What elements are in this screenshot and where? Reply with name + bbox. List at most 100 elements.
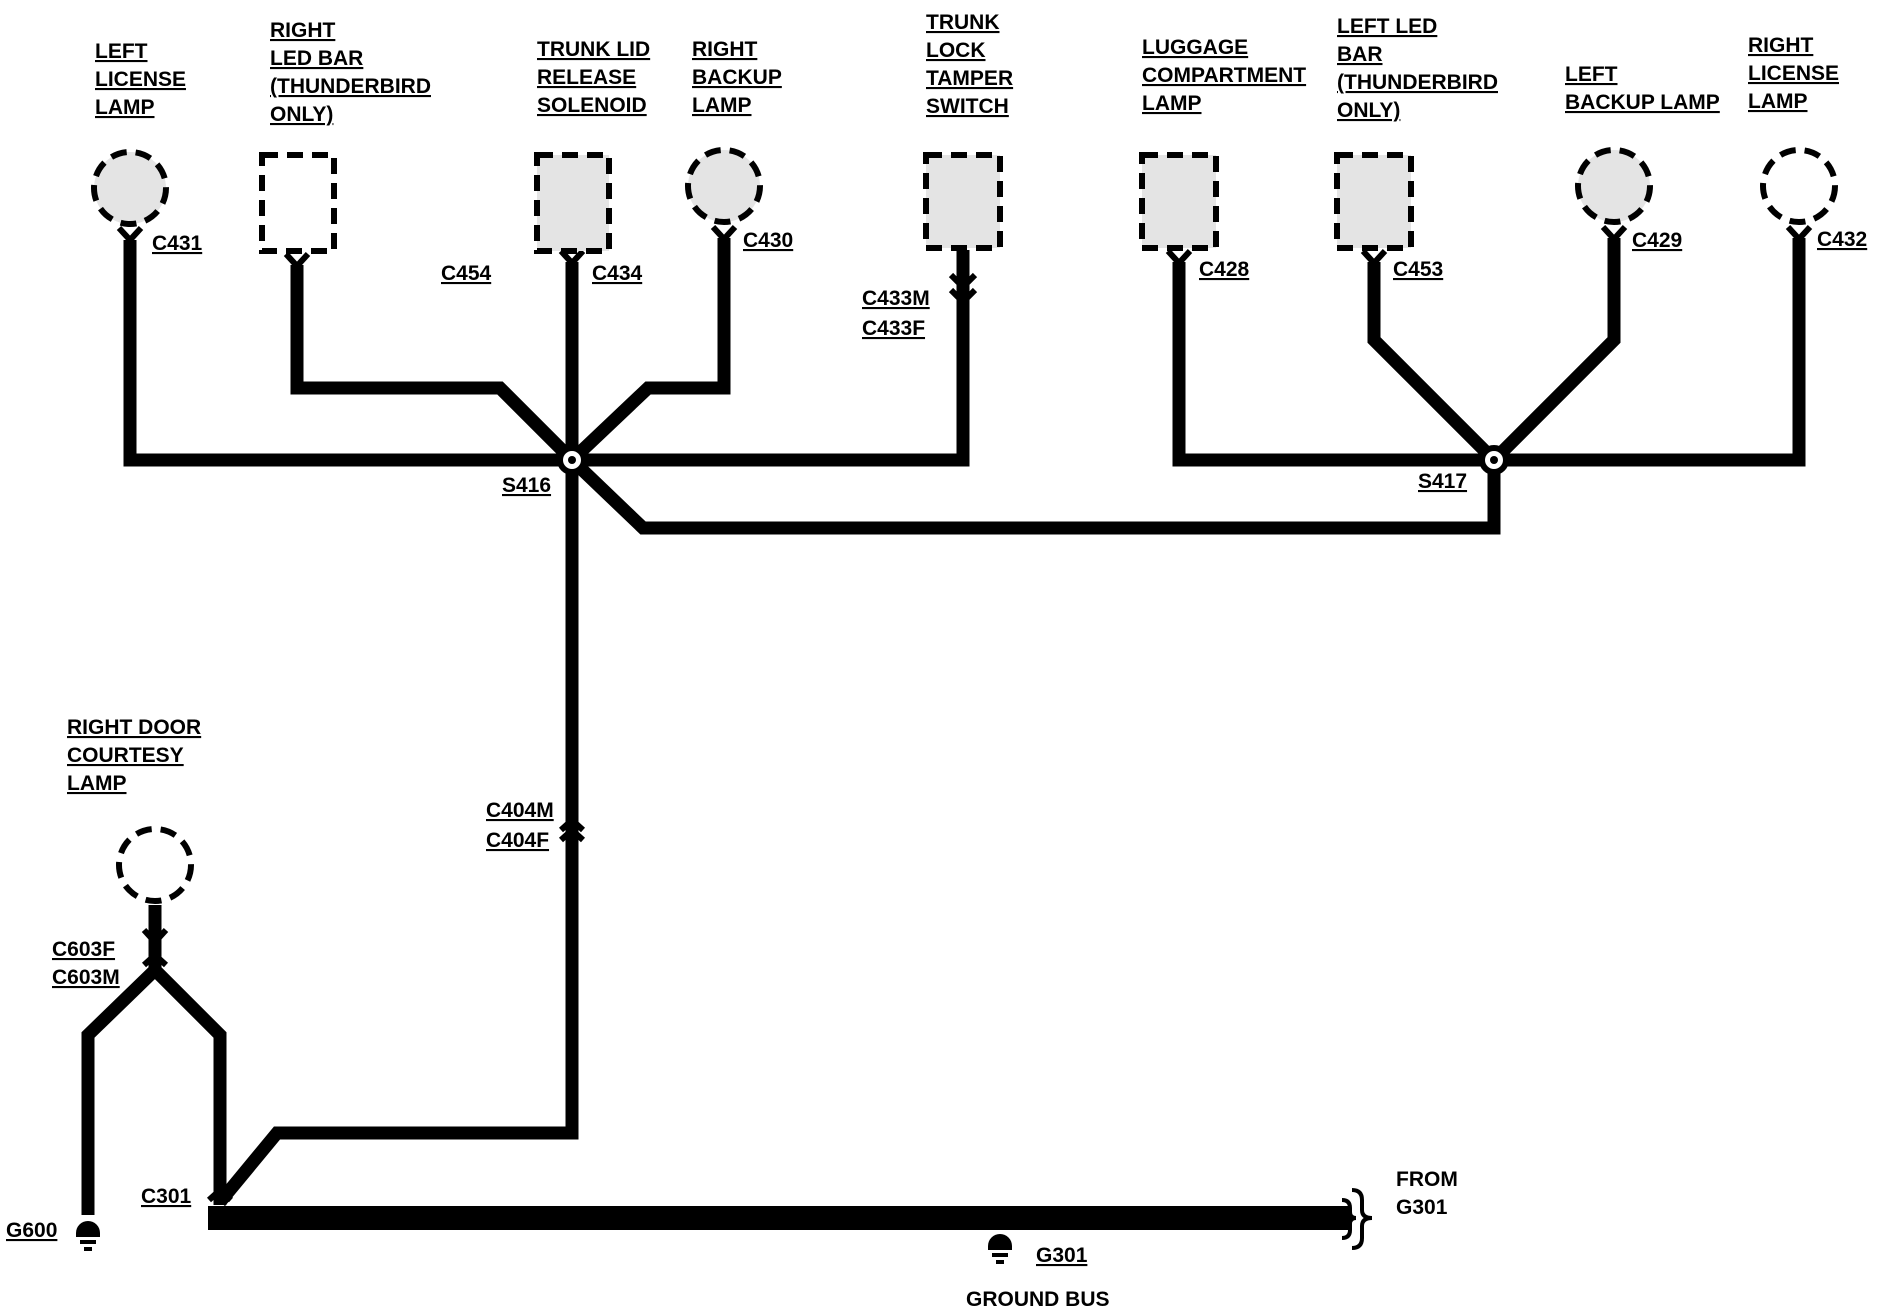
labels: LEFT LICENSE LAMP RIGHT LED BAR (THUNDER…: [6, 11, 1867, 1311]
connector-c603m-label: C603M: [52, 966, 120, 989]
right-backup-lamp-label-3: LAMP: [692, 94, 752, 117]
connector-c432-label: C432: [1817, 228, 1867, 251]
left-led-bar-label-4: ONLY): [1337, 99, 1400, 122]
connector-c434-label: C434: [592, 262, 643, 285]
trunk-lid-solenoid-symbol: [534, 152, 612, 254]
luggage-lamp-label-1: LUGGAGE: [1142, 36, 1248, 59]
wire-c603-to-g600: [81, 965, 160, 1215]
ground-bus-label: GROUND BUS: [966, 1288, 1110, 1311]
right-led-bar-label-3: (THUNDERBIRD: [270, 75, 431, 98]
c603-mark-upper: [141, 927, 169, 947]
left-led-bar-label-1: LEFT LED: [1337, 15, 1437, 38]
c603-mark-lower: [141, 950, 169, 968]
right-backup-lamp-label-2: BACKUP: [692, 66, 782, 89]
connector-c453-label: C453: [1393, 258, 1443, 281]
ground-g301-label: G301: [1036, 1244, 1088, 1267]
components: [91, 147, 1838, 904]
connector-c429-label: C429: [1632, 229, 1682, 252]
connector-c454-label: C454: [441, 262, 492, 285]
connector-c431-label: C431: [152, 232, 203, 255]
c301-mark: [206, 1185, 234, 1203]
connector-c430-label: C430: [743, 229, 793, 252]
courtesy-lamp-label-3: LAMP: [67, 772, 127, 795]
connector-marks: [116, 224, 1813, 1203]
trunk-lock-tamper-switch-symbol: [923, 152, 1003, 251]
connector-c433m-label: C433M: [862, 287, 930, 310]
ground-g600-icon: [76, 1221, 100, 1251]
left-backup-lamp-symbol: [1575, 147, 1653, 225]
trunk-lock-label-3: TAMPER: [926, 67, 1013, 90]
ground-g600-label: G600: [6, 1219, 57, 1242]
left-backup-lamp-label-1: LEFT: [1565, 63, 1618, 86]
right-license-lamp-label-2: LICENSE: [1748, 62, 1839, 85]
c404-mark-lower: [558, 825, 586, 843]
c433-mark-lower: [948, 287, 978, 307]
trunk-lid-label-2: RELEASE: [537, 66, 636, 89]
wire-c603-to-c301: [150, 965, 227, 1205]
wiring: [81, 238, 1806, 1230]
luggage-compartment-lamp-symbol: [1139, 152, 1219, 251]
wire-trunk-lock-tamper-switch: [572, 250, 970, 467]
c432-mark: [1785, 224, 1813, 244]
wire-s416-to-s417: [567, 455, 1501, 535]
wire-right-license-lamp: [1494, 238, 1806, 467]
left-backup-lamp-label-2: BACKUP LAMP: [1565, 91, 1720, 114]
c433-mark-upper: [948, 272, 978, 292]
right-door-courtesy-lamp-symbol: [116, 826, 194, 904]
connector-c404f-label: C404F: [486, 829, 549, 852]
courtesy-lamp-label-2: COURTESY: [67, 744, 184, 767]
right-backup-lamp-label-1: RIGHT: [692, 38, 758, 61]
trunk-lock-label-1: TRUNK: [926, 11, 1000, 34]
right-backup-lamp-symbol: [685, 147, 763, 225]
connector-c433f-label: C433F: [862, 317, 925, 340]
connector-c404m-label: C404M: [486, 799, 554, 822]
connector-c301-label: C301: [141, 1185, 192, 1208]
right-license-lamp-label-3: LAMP: [1748, 90, 1808, 113]
right-led-bar-label-2: LED BAR: [270, 47, 363, 70]
trunk-lock-label-4: SWITCH: [926, 95, 1009, 118]
splice-s417-label: S417: [1418, 470, 1467, 493]
trunk-lid-label-3: SOLENOID: [537, 94, 647, 117]
c454-mark: [283, 251, 311, 271]
left-led-bar-symbol: [1334, 152, 1414, 251]
trunk-lock-label-2: LOCK: [926, 39, 986, 62]
right-led-bar-label-4: ONLY): [270, 103, 333, 126]
splice-s416-label: S416: [502, 474, 551, 497]
c428-mark: [1165, 248, 1193, 268]
right-led-bar-symbol: [259, 152, 337, 254]
courtesy-lamp-label-1: RIGHT DOOR: [67, 716, 201, 739]
c430-mark: [710, 224, 738, 244]
wire-right-led-bar: [290, 265, 577, 465]
c453-mark: [1360, 248, 1388, 268]
ground-bus-brace: [1351, 1188, 1373, 1250]
trunk-lid-label-1: TRUNK LID: [537, 38, 650, 61]
left-license-lamp-symbol: [91, 149, 169, 227]
left-led-bar-label-2: BAR: [1337, 43, 1383, 66]
wire-s416-to-c301: [214, 460, 579, 1207]
right-led-bar-label-1: RIGHT: [270, 19, 336, 42]
wire-right-backup-lamp: [567, 238, 731, 465]
wire-left-license-lamp: [123, 240, 572, 467]
ground-bus-brace-inner: [1341, 1198, 1357, 1240]
left-led-bar-label-3: (THUNDERBIRD: [1337, 71, 1498, 94]
right-license-lamp-symbol: [1760, 147, 1838, 225]
connector-c428-label: C428: [1199, 258, 1250, 281]
ground-g301-icon: [988, 1234, 1012, 1264]
luggage-lamp-label-2: COMPARTMENT: [1142, 64, 1306, 87]
luggage-lamp-label-3: LAMP: [1142, 92, 1202, 115]
wire-left-backup-lamp: [1489, 238, 1621, 465]
splices: [557, 445, 1509, 475]
connector-c603f-label: C603F: [52, 938, 115, 961]
c404-mark-upper: [558, 815, 586, 833]
right-license-lamp-label-1: RIGHT: [1748, 34, 1814, 57]
wire-left-led-bar: [1367, 262, 1499, 465]
c429-mark: [1600, 224, 1628, 244]
wire-luggage-lamp: [1172, 262, 1494, 467]
from-g301-label-1: FROM: [1396, 1168, 1458, 1191]
left-license-lamp-label-2: LICENSE: [95, 68, 186, 91]
left-license-lamp-label-1: LEFT: [95, 40, 148, 63]
c434-mark: [558, 248, 586, 268]
from-g301-label-2: G301: [1396, 1196, 1448, 1219]
left-license-lamp-label-3: LAMP: [95, 96, 155, 119]
